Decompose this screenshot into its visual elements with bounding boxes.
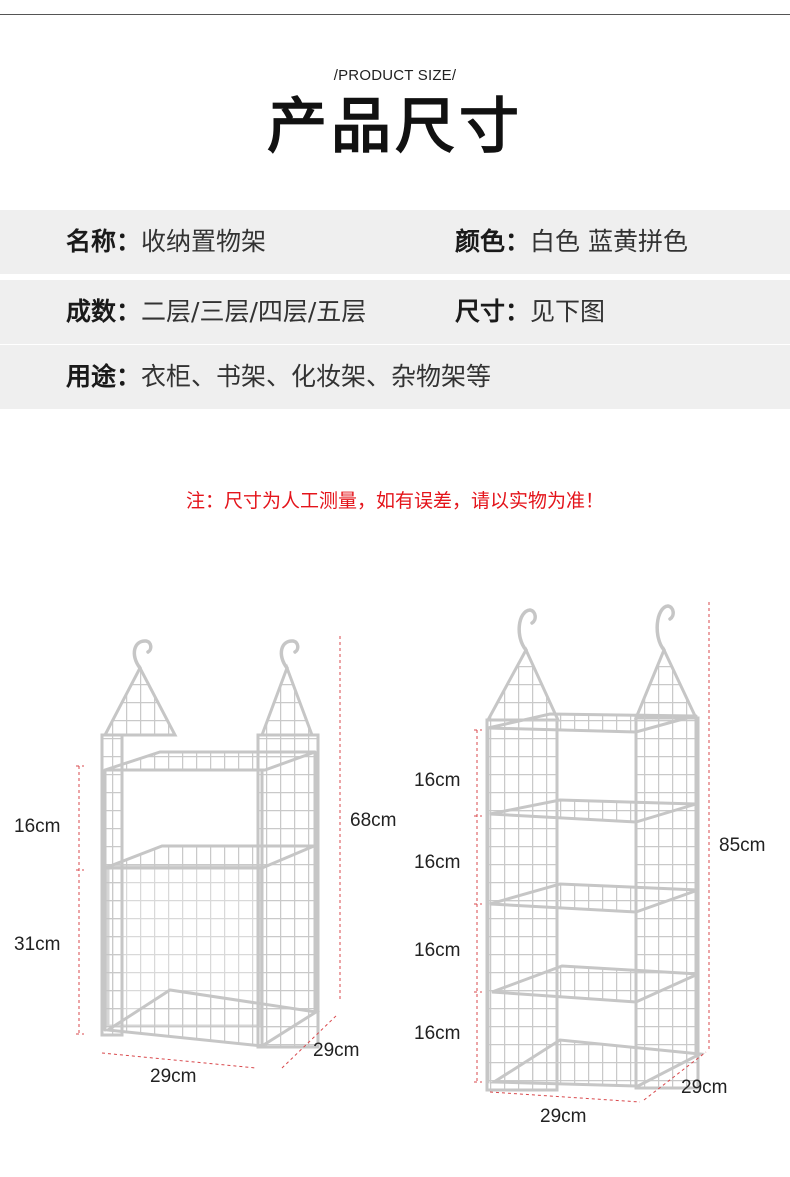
- small-depth-label: 29cm: [313, 1040, 360, 1061]
- spec-color: 颜色：白色 蓝黄拼色: [455, 210, 688, 274]
- small-shelf-height-label: 16cm: [14, 816, 61, 837]
- spec-usage-label: 用途：: [66, 362, 142, 391]
- spec-row-usage: 用途：衣柜、书架、化妆架、杂物架等: [0, 345, 790, 409]
- dimension-guides: [76, 602, 710, 1103]
- large-shelf-3-label: 16cm: [414, 940, 461, 961]
- large-shelf-2-label: 16cm: [414, 852, 461, 873]
- small-bottom-height-label: 31cm: [14, 934, 61, 955]
- spec-name-value: 收纳置物架: [141, 227, 267, 256]
- large-total-height-label: 85cm: [719, 835, 766, 856]
- spec-layers-value: 二层/三层/四层/五层: [141, 297, 367, 326]
- section-subtitle: /PRODUCT SIZE/: [333, 67, 457, 84]
- spec-layers: 成数：二层/三层/四层/五层: [66, 280, 366, 344]
- small-width-guide: [101, 1052, 257, 1069]
- spec-usage: 用途：衣柜、书架、化妆架、杂物架等: [66, 345, 491, 409]
- large-depth-guide: [643, 1051, 707, 1101]
- small-depth-guide: [281, 1013, 339, 1069]
- spec-name: 名称：收纳置物架: [66, 210, 266, 274]
- spec-color-label: 颜色：: [455, 227, 531, 256]
- small-width-label: 29cm: [150, 1066, 197, 1087]
- spec-row-name-color: 名称：收纳置物架 颜色：白色 蓝黄拼色: [0, 210, 790, 274]
- spec-row-layers-size: 成数：二层/三层/四层/五层 尺寸：见下图: [0, 280, 790, 344]
- large-width-guide: [489, 1091, 641, 1103]
- large-depth-label: 29cm: [681, 1077, 728, 1098]
- small-rack-image: [100, 639, 321, 1049]
- spec-usage-value: 衣柜、书架、化妆架、杂物架等: [141, 362, 492, 391]
- spec-layers-label: 成数：: [66, 297, 142, 326]
- top-divider: [0, 14, 790, 15]
- large-width-label: 29cm: [540, 1106, 587, 1127]
- small-total-height-label: 68cm: [350, 810, 397, 831]
- spec-color-value: 白色 蓝黄拼色: [530, 227, 688, 256]
- large-rack-image: [485, 604, 706, 1092]
- measurement-note: 注：尺寸为人工测量，如有误差，请以实物为准！: [185, 490, 604, 512]
- large-shelf-1-label: 16cm: [414, 770, 461, 791]
- large-shelf-4-label: 16cm: [414, 1023, 461, 1044]
- spec-size-value: 见下图: [530, 297, 606, 326]
- spec-name-label: 名称：: [66, 227, 142, 256]
- spec-size-label: 尺寸：: [455, 297, 531, 326]
- spec-size: 尺寸：见下图: [455, 280, 605, 344]
- page-title: 产品尺寸: [267, 92, 523, 162]
